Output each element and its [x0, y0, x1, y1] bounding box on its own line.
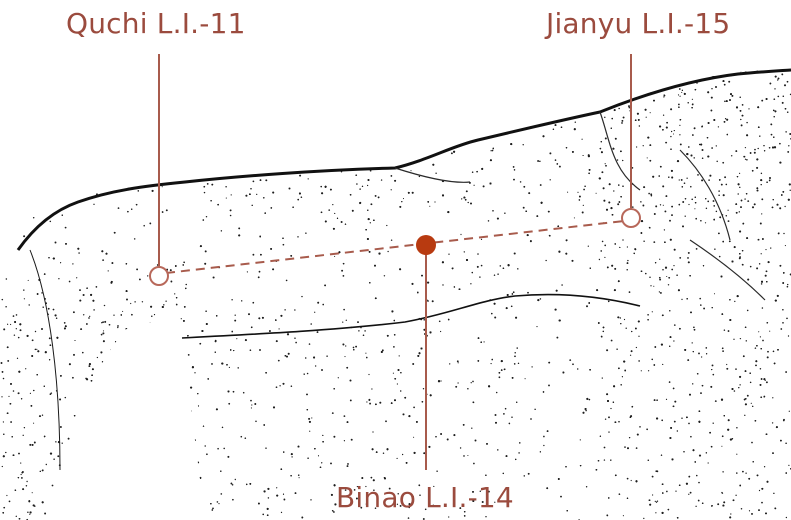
- forearm-underside-outline: [182, 294, 640, 338]
- arm-illustration: [0, 60, 791, 520]
- label-quchi: Quchi L.I.-11: [66, 8, 246, 40]
- acupoint-marker-jianyu: [622, 209, 640, 227]
- acupoint-marker-binao: [416, 235, 436, 255]
- upper-arm-contour: [395, 112, 765, 300]
- arm-outline: [18, 70, 791, 250]
- label-binao: Binao L.I.-14: [336, 482, 514, 514]
- label-jianyu: Jianyu L.I.-15: [546, 8, 730, 40]
- meridian-dashed-line: [166, 221, 624, 273]
- acupoint-marker-quchi: [150, 267, 168, 285]
